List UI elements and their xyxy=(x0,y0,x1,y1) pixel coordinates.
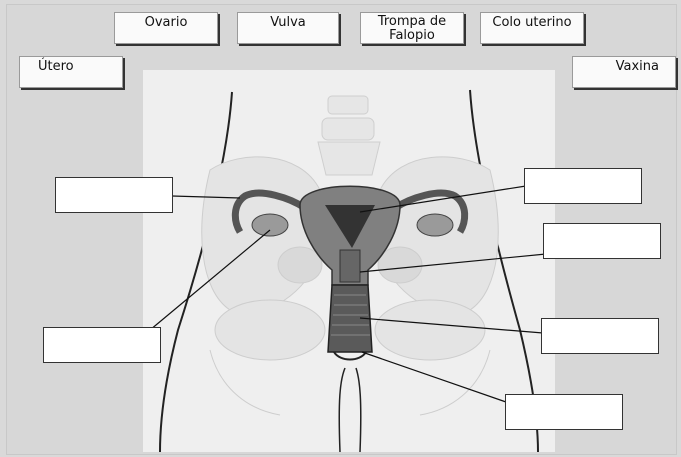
label-vaxina[interactable]: Vaxina xyxy=(572,56,676,88)
label-ovario[interactable]: Ovario xyxy=(114,12,218,44)
drop-target-5[interactable] xyxy=(541,318,659,354)
drop-target-1[interactable] xyxy=(55,177,173,213)
label-colo[interactable]: Colo uterino xyxy=(480,12,584,44)
ovary-left xyxy=(252,214,288,236)
cervix xyxy=(340,250,360,282)
label-utero[interactable]: Útero xyxy=(19,56,123,88)
drop-target-6[interactable] xyxy=(505,394,623,430)
drop-target-4[interactable] xyxy=(543,223,661,259)
label-trompa[interactable]: Trompa de Falopio xyxy=(360,12,464,44)
drop-target-2[interactable] xyxy=(43,327,161,363)
ovary-right xyxy=(417,214,453,236)
label-vulva[interactable]: Vulva xyxy=(237,12,339,44)
drop-target-3[interactable] xyxy=(524,168,642,204)
